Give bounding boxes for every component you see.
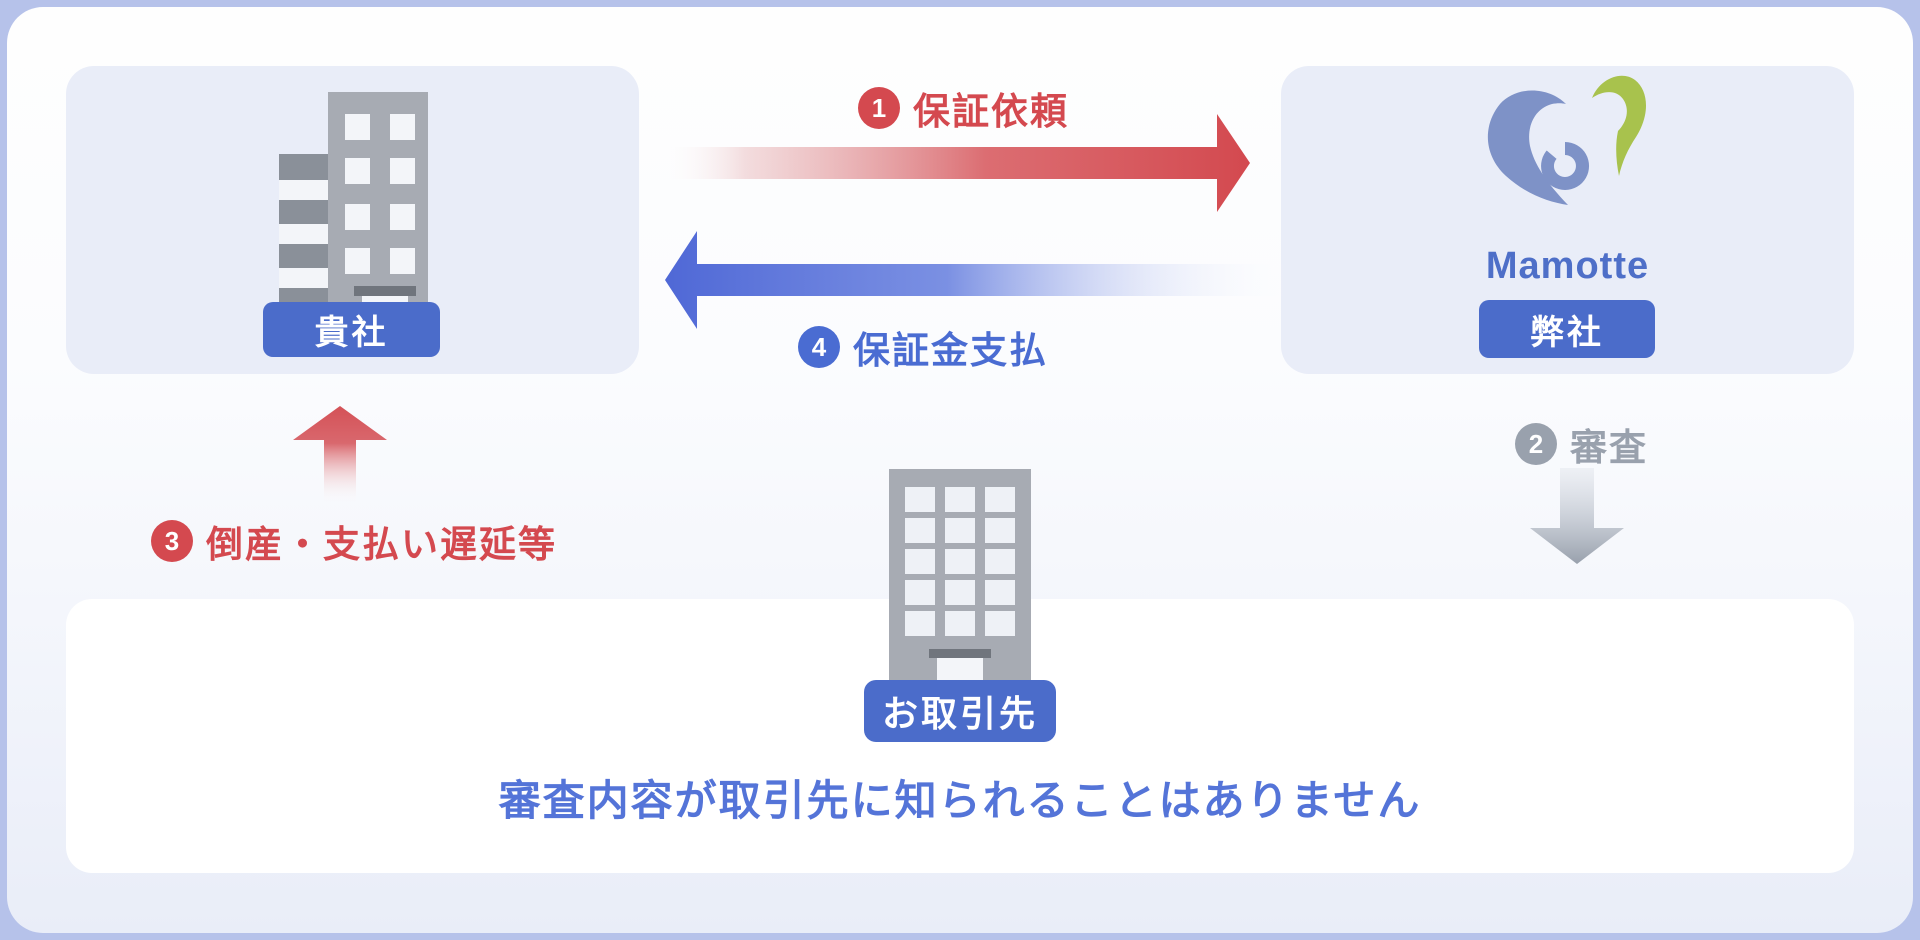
step-default-event-label: 倒産・支払い遅延等 <box>206 524 557 565</box>
privacy-note: 審査内容が取引先に知られることはありません <box>498 777 1422 824</box>
default-arrow-up-icon <box>293 406 387 504</box>
partner-tag: お取引先 <box>864 680 1056 742</box>
step-request-badge: 1 <box>858 87 900 129</box>
screening-arrow-down-icon <box>1530 468 1624 564</box>
step-default-event: 3 倒産・支払い遅延等 <box>151 514 557 568</box>
step-request-label: 保証依頼 <box>913 91 1069 132</box>
step-payout-badge: 4 <box>798 326 840 368</box>
payout-arrow-left-icon <box>665 231 1292 329</box>
request-arrow-right-icon <box>663 114 1250 212</box>
your-company-tag-label: 貴社 <box>314 314 389 352</box>
step-screening: 2 審査 <box>1515 417 1648 471</box>
step-default-event-badge: 3 <box>151 520 193 562</box>
partner-tag-label: お取引先 <box>881 693 1038 734</box>
partner-building-icon <box>889 469 1031 683</box>
brand-name: Mamotte <box>1485 245 1650 287</box>
your-company-tag: 貴社 <box>263 302 440 357</box>
step-screening-label: 審査 <box>1570 427 1648 468</box>
step-payout-label: 保証金支払 <box>853 330 1048 371</box>
step-screening-badge: 2 <box>1515 423 1557 465</box>
step-payout: 4 保証金支払 <box>798 320 1048 374</box>
step-request: 1 保証依頼 <box>858 81 1069 135</box>
our-company-tag-label: 弊社 <box>1530 313 1604 352</box>
mamotte-logo-icon <box>1487 75 1647 205</box>
our-company-tag: 弊社 <box>1479 300 1655 358</box>
